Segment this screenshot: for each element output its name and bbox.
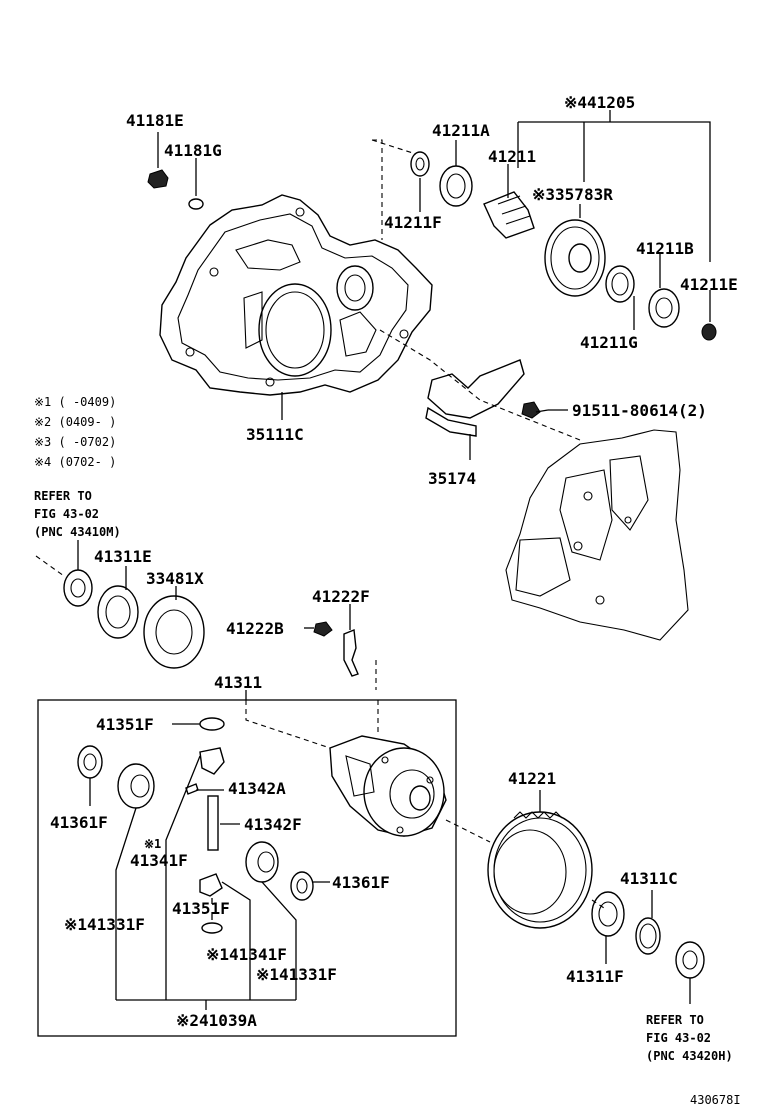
- label-41211B: 41211B: [636, 239, 694, 258]
- label-41222B: 41222B: [226, 619, 284, 638]
- pinion-washer-41351F: [199, 717, 225, 731]
- side-gear-washer-right: [290, 871, 314, 901]
- label-41211F: 41211F: [384, 213, 442, 232]
- ring-gear-41221: [487, 811, 593, 929]
- label-41222F: 41222F: [312, 587, 370, 606]
- legend-4: ※4 (0702- ): [34, 455, 116, 469]
- label-41181E: 41181E: [126, 111, 184, 130]
- refer-right-line1: REFER TO: [646, 1013, 704, 1027]
- label-41211A: 41211A: [432, 121, 490, 140]
- label-41211: 41211: [488, 147, 536, 166]
- label-41311: 41311: [214, 673, 262, 692]
- label-41311F: 41311F: [566, 967, 624, 986]
- label-41181G: 41181G: [164, 141, 222, 160]
- right-seal: [675, 941, 705, 979]
- oil-deflector: [425, 359, 525, 437]
- gasket-41181G: [188, 198, 204, 210]
- label-41361F-a: 41361F: [50, 813, 108, 832]
- differential-kit-frame: [37, 699, 457, 1037]
- label-41341F-mark: ※1: [144, 837, 161, 851]
- differential-case: [329, 735, 447, 837]
- label-41351F-b: 41351F: [172, 899, 230, 918]
- label-41342F: 41342F: [244, 815, 302, 834]
- label-91511: 91511-80614(2): [572, 401, 707, 420]
- label-41205: ※441205: [564, 93, 635, 112]
- legend-2: ※2 (0409- ): [34, 415, 116, 429]
- refer-left-line1: REFER TO: [34, 489, 92, 503]
- label-33481X: 33481X: [146, 569, 204, 588]
- plug-41181E: [147, 169, 169, 189]
- label-41211G: 41211G: [580, 333, 638, 352]
- refer-right-line2: FIG 43-02: [646, 1031, 711, 1045]
- refer-right-line3: (PNC 43420H): [646, 1049, 733, 1063]
- legend-3: ※3 ( -0702): [34, 435, 116, 449]
- right-bearing-41311F: [591, 891, 625, 937]
- label-41311E: 41311E: [94, 547, 152, 566]
- pinion-washer-lower: [201, 922, 223, 934]
- label-35174: 35174: [428, 469, 476, 488]
- label-41331F-b: ※141331F: [256, 965, 337, 984]
- label-41361F-b: 41361F: [332, 873, 390, 892]
- label-41342A: 41342A: [228, 779, 286, 798]
- pinion-shaft-41342F: [207, 795, 219, 851]
- label-41331F-a: ※141331F: [64, 915, 145, 934]
- label-41341F-a: 41341F: [130, 851, 188, 870]
- label-41351F-a: 41351F: [96, 715, 154, 734]
- bolt-41222B: [313, 621, 333, 637]
- pinion-gear-lower: [199, 873, 223, 897]
- transaxle-housing: [159, 194, 433, 396]
- pinion-gear-upper: [199, 747, 225, 775]
- side-gear-washer-left: [77, 745, 103, 779]
- label-41039A: ※241039A: [176, 1011, 257, 1030]
- left-seal-group: [63, 569, 205, 669]
- shim-41311C: [635, 917, 661, 955]
- legend-1: ※1 ( -0409): [34, 395, 116, 409]
- label-35111C: 35111C: [246, 425, 304, 444]
- label-35783R: ※335783R: [532, 185, 613, 204]
- side-gear-right: [245, 841, 279, 883]
- input-shaft-group: [410, 151, 717, 341]
- bolt-91511: [521, 401, 549, 419]
- diagram-id: 430678I: [690, 1093, 741, 1107]
- side-gear-left: [117, 763, 155, 809]
- label-41221: 41221: [508, 769, 556, 788]
- label-41341F-b: ※141341F: [206, 945, 287, 964]
- refer-left-line3: (PNC 43410M): [34, 525, 121, 539]
- label-41211E: 41211E: [680, 275, 738, 294]
- refer-left-line2: FIG 43-02: [34, 507, 99, 521]
- label-41311C: 41311C: [620, 869, 678, 888]
- lock-plate-41222F: [343, 629, 359, 677]
- engine-block-outline: [505, 429, 689, 641]
